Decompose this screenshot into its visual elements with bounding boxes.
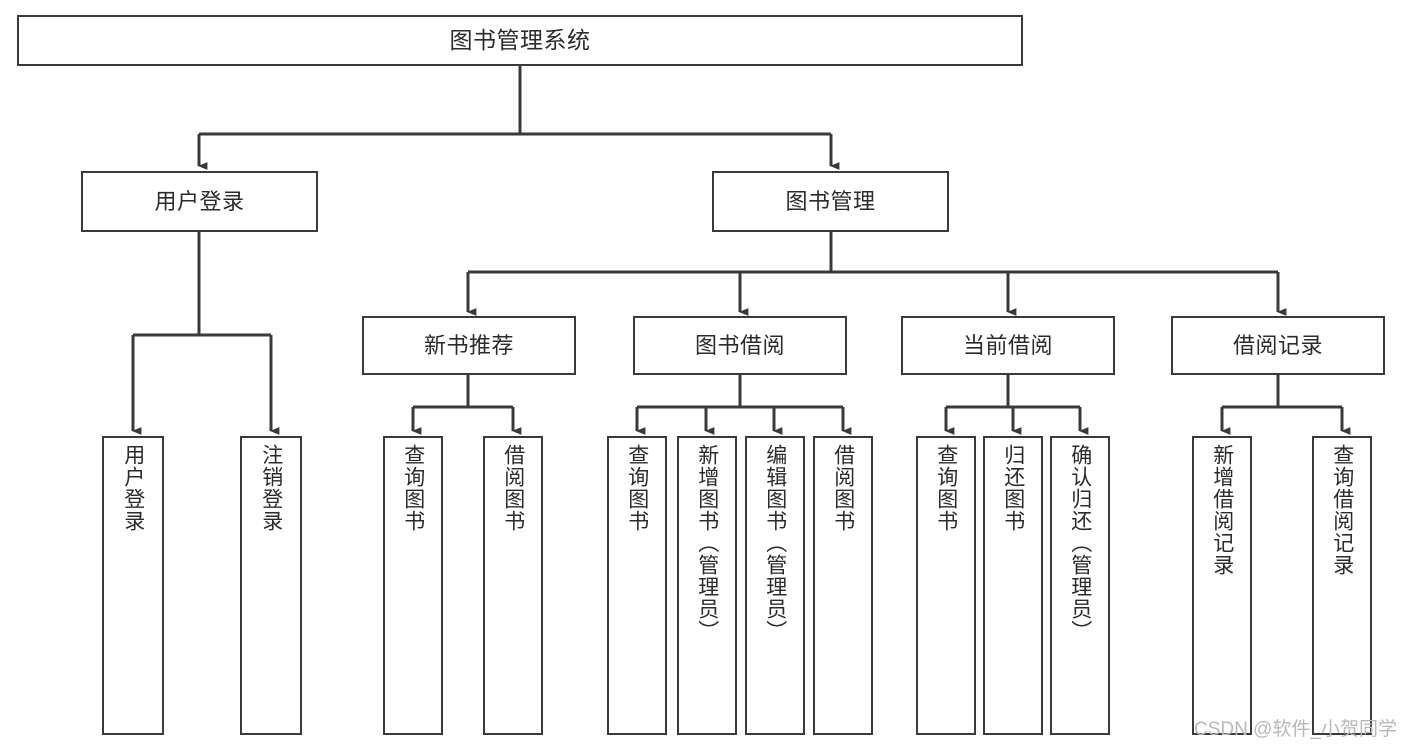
node-current-borrow[interactable]: 当前借阅 xyxy=(901,316,1115,375)
node-leaf-confirm-return-admin[interactable]: 确认归还（管理员） xyxy=(1050,436,1110,735)
node-label: 用户登录 xyxy=(121,444,145,532)
node-label: 编辑图书（管理员） xyxy=(763,444,787,642)
node-leaf-edit-book-admin[interactable]: 编辑图书（管理员） xyxy=(745,436,805,735)
node-label: 借阅记录 xyxy=(1232,332,1323,358)
node-label: 归还图书 xyxy=(1001,444,1025,532)
node-label: 用户登录 xyxy=(154,188,245,214)
node-leaf-borrow-book[interactable]: 借阅图书 xyxy=(813,436,873,735)
node-leaf-query-borrow-record[interactable]: 查询借阅记录 xyxy=(1312,436,1372,735)
node-leaf-borrow-book-rec[interactable]: 借阅图书 xyxy=(483,436,543,735)
node-label: 查询借阅记录 xyxy=(1330,444,1354,576)
node-label: 新增借阅记录 xyxy=(1210,444,1234,576)
node-label: 查询图书 xyxy=(625,444,649,532)
node-borrow-record[interactable]: 借阅记录 xyxy=(1171,316,1385,375)
node-user-login[interactable]: 用户登录 xyxy=(81,171,318,232)
node-leaf-return-book[interactable]: 归还图书 xyxy=(983,436,1043,735)
node-label: 注销登录 xyxy=(259,444,283,532)
node-leaf-add-borrow-record[interactable]: 新增借阅记录 xyxy=(1192,436,1252,735)
node-leaf-query-book-current[interactable]: 查询图书 xyxy=(916,436,976,735)
node-book-manage[interactable]: 图书管理 xyxy=(712,171,949,232)
node-label: 当前借阅 xyxy=(962,332,1053,358)
node-label: 新书推荐 xyxy=(423,332,514,358)
node-leaf-logout[interactable]: 注销登录 xyxy=(240,436,302,735)
node-leaf-query-book-borrow[interactable]: 查询图书 xyxy=(607,436,667,735)
watermark-text: CSDN @软件_小贺同学 xyxy=(1194,719,1397,740)
node-label: 查询图书 xyxy=(934,444,958,532)
node-label: 查询图书 xyxy=(401,444,425,532)
node-label: 图书管理 xyxy=(785,188,876,214)
node-root-book-management-system[interactable]: 图书管理系统 xyxy=(17,15,1023,66)
node-label: 借阅图书 xyxy=(501,444,525,532)
node-book-borrow[interactable]: 图书借阅 xyxy=(633,316,847,375)
node-leaf-query-book-rec[interactable]: 查询图书 xyxy=(383,436,443,735)
node-label: 借阅图书 xyxy=(831,444,855,532)
node-label: 图书管理系统 xyxy=(449,27,591,54)
node-leaf-user-login[interactable]: 用户登录 xyxy=(102,436,164,735)
node-label: 图书借阅 xyxy=(694,332,785,358)
node-label: 确认归还（管理员） xyxy=(1068,444,1092,642)
node-leaf-add-book-admin[interactable]: 新增图书（管理员） xyxy=(677,436,737,735)
node-new-book-recommendation[interactable]: 新书推荐 xyxy=(362,316,576,375)
node-label: 新增图书（管理员） xyxy=(695,444,719,642)
